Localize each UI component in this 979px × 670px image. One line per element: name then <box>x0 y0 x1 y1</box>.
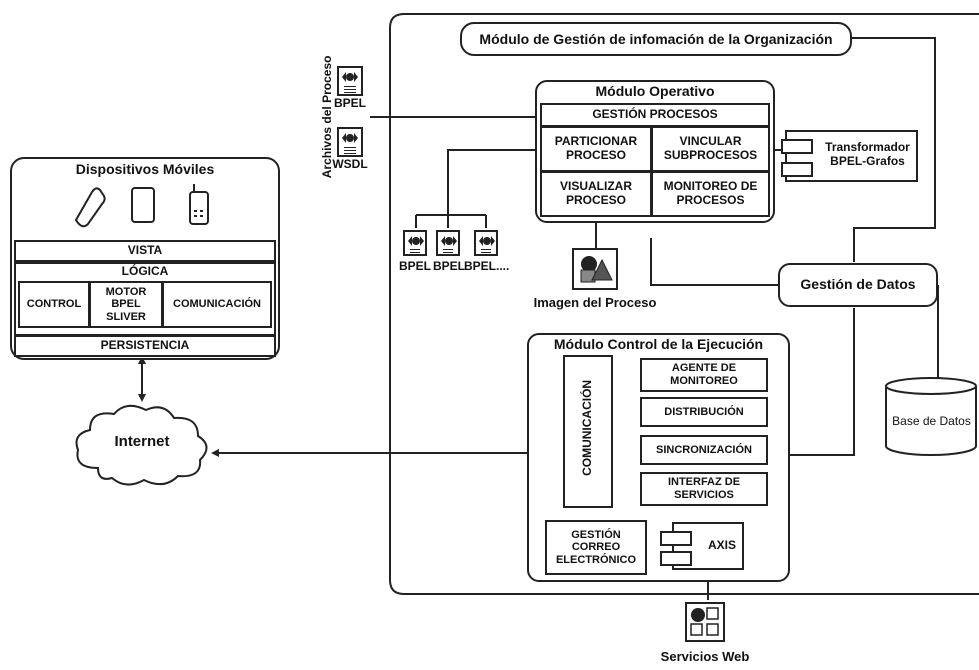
transformador-box <box>781 130 918 182</box>
imagen-proceso-label: Imagen del Proceso <box>533 295 657 310</box>
comunicacion-cell: COMUNICACIÓN <box>162 281 272 328</box>
gestion-procesos: GESTIÓN PROCESOS <box>540 103 770 127</box>
sincronizacion: SINCRONIZACIÓN <box>640 435 768 465</box>
logica-layer: LÓGICA <box>121 264 169 278</box>
base-datos-label: Base de Datos <box>892 414 971 428</box>
component-icon <box>781 162 813 177</box>
internet-label: Internet <box>114 433 170 450</box>
database-icon <box>885 377 977 456</box>
motor-bpel-cell: MOTOR BPEL SLIVER <box>89 281 163 328</box>
gestion-correo: GESTIÓN CORREO ELECTRÓNICO <box>545 520 647 575</box>
gestion-datos-box <box>778 263 938 307</box>
visualizar-proceso: VISUALIZAR PROCESO <box>540 171 652 217</box>
bpel-document-icon <box>474 230 498 256</box>
dispositivos-title: Dispositivos Móviles <box>75 161 215 177</box>
modulo-operativo-title: Módulo Operativo <box>595 83 715 99</box>
internet-cloud-icon <box>75 404 208 486</box>
particionar-proceso: PARTICIONAR PROCESO <box>540 126 652 172</box>
bpel-item-label: BPEL <box>398 259 431 273</box>
vincular-subprocesos: VINCULAR SUBPROCESOS <box>651 126 770 172</box>
axis-label: AXIS <box>707 538 736 552</box>
control-ejecucion-title: Módulo Control de la Ejecución <box>553 336 764 352</box>
agente-monitoreo: AGENTE DE MONITOREO <box>640 358 768 392</box>
component-icon <box>660 551 692 566</box>
vista-layer: VISTA <box>14 240 276 262</box>
mobile-devices-icon <box>74 184 209 228</box>
servicios-web-label: Servicios Web <box>660 649 750 664</box>
component-icon <box>781 139 813 154</box>
wsdl-document-icon <box>337 127 363 157</box>
bpel-document-icon <box>436 230 460 256</box>
persistencia-layer: PERSISTENCIA <box>14 335 276 357</box>
axis-box <box>660 522 744 570</box>
comunicacion-label: COMUNICACIÓN <box>580 379 595 476</box>
web-services-icon <box>685 602 725 642</box>
gestion-informacion-label: Módulo de Gestión de infomación de la Or… <box>479 31 833 47</box>
distribucion: DISTRIBUCIÓN <box>640 397 768 427</box>
transformador-label: Transformador BPEL-Grafos <box>825 140 910 168</box>
gestion-informacion-box <box>460 22 852 56</box>
comunicacion-box <box>563 355 613 508</box>
bpel-label: BPEL <box>333 96 366 110</box>
bpel-document-icon <box>403 230 427 256</box>
component-icon <box>660 531 692 546</box>
image-icon <box>572 248 618 290</box>
bpel-item-label: BPEL <box>432 259 465 273</box>
bpel-item-label: BPEL.... <box>464 259 510 273</box>
monitoreo-procesos: MONITOREO DE PROCESOS <box>651 171 770 217</box>
wsdl-label: WSDL <box>332 157 368 171</box>
control-cell: CONTROL <box>18 281 90 328</box>
gestion-datos-label: Gestión de Datos <box>800 276 916 292</box>
interfaz-servicios: INTERFAZ DE SERVICIOS <box>640 472 768 506</box>
bpel-document-icon <box>337 66 363 96</box>
